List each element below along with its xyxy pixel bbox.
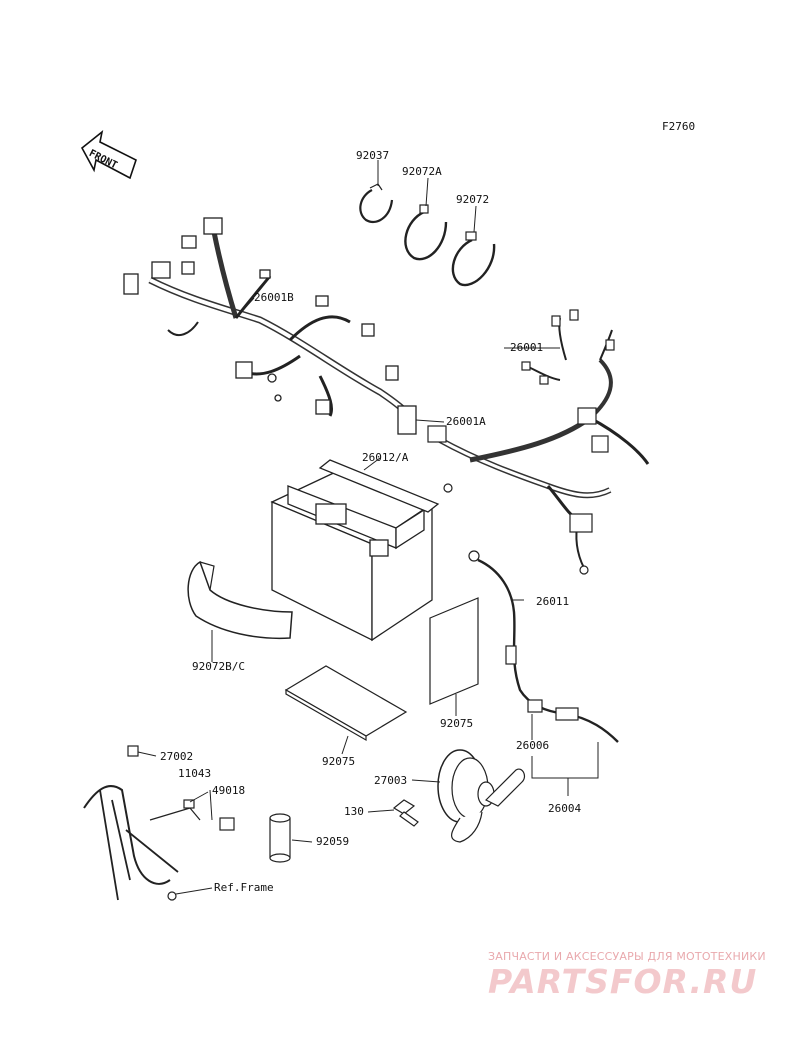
clamp-92072a (404, 204, 448, 261)
ref-92075-right: 92075 (440, 717, 474, 730)
ref-26011: 26011 (536, 595, 570, 608)
ref-92075-left: 92075 (322, 755, 356, 768)
frame-reference (83, 745, 235, 901)
clamp-92072 (451, 231, 496, 287)
ref-92072bc: 92072B/C (192, 660, 245, 673)
leader-lines (137, 160, 599, 895)
battery-26012a (270, 459, 440, 642)
clamp-92037 (359, 183, 394, 224)
ref-27003: 27003 (374, 774, 408, 787)
ref-27002: 27002 (160, 750, 194, 763)
ref-92037: 92037 (356, 149, 390, 162)
ref-26006: 26006 (516, 739, 550, 752)
ref-92072a: 92072A (402, 165, 442, 178)
wire-harness-26001a (427, 309, 650, 575)
battery-band-92072bc (187, 560, 293, 640)
horn-27003 (437, 749, 526, 843)
front-arrow-icon (80, 130, 137, 180)
watermark-logo: PARTSFOR.RU (488, 962, 758, 1001)
ref-26001b: 26001B (254, 291, 294, 304)
ref-130: 130 (344, 805, 364, 818)
ref-26004: 26004 (548, 802, 582, 815)
watermark-tagline: ЗАПЧАСТИ И АКСЕССУАРЫ ДЛЯ МОТОТЕХНИКИ (488, 950, 766, 963)
cable-26011 (468, 550, 619, 743)
ref-92059: 92059 (316, 835, 350, 848)
bolt-130 (392, 799, 419, 827)
ref-49018: 49018 (212, 784, 246, 797)
ref-92072: 92072 (456, 193, 490, 206)
wire-harness-26001b (123, 217, 417, 435)
ref-frame: Ref.Frame (214, 881, 274, 894)
ref-11043: 11043 (178, 767, 212, 780)
ref-26012a: 26012/A (362, 451, 409, 464)
figure-code: F2760 (662, 120, 696, 133)
pad-92075-right (429, 597, 479, 705)
pad-92075-left (284, 665, 408, 742)
spacer-92059 (269, 813, 291, 863)
ref-26001: 26001 (510, 341, 544, 354)
ref-26001a: 26001A (446, 415, 486, 428)
